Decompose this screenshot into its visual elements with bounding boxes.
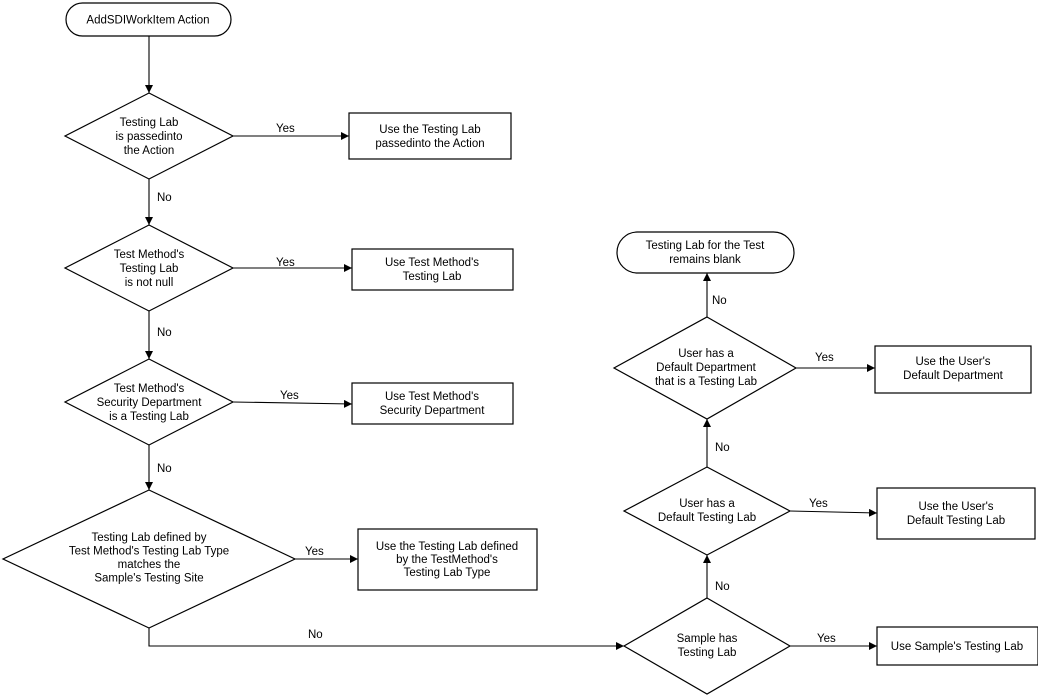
a6-line: Use the User's bbox=[918, 501, 993, 513]
a4-line: Use the Testing Lab defined bbox=[376, 541, 518, 553]
action-use-test-method-testing-lab bbox=[351, 248, 514, 291]
d5-line: Testing Lab bbox=[678, 647, 737, 659]
edge-label-d3-yes: Yes bbox=[280, 390, 299, 402]
d2-line: Test Method's bbox=[114, 249, 185, 261]
action-use-sample-testing-lab bbox=[876, 626, 1038, 666]
d5-line: Sample has bbox=[677, 633, 738, 645]
a3-line: Use Test Method's bbox=[385, 391, 479, 403]
d4-line: Test Method's Testing Lab Type bbox=[69, 546, 229, 558]
a2-line: Use Test Method's bbox=[385, 257, 479, 269]
edge-label-d1-no: No bbox=[157, 192, 172, 204]
d4-label: Testing Lab defined by Test Method's Test… bbox=[69, 532, 229, 585]
start-label: AddSDIWorkItem Action bbox=[86, 15, 209, 27]
d7-line: that is a Testing Lab bbox=[655, 376, 757, 388]
decision-sample-has-testing-lab bbox=[622, 597, 792, 695]
action-use-user-default-department bbox=[874, 345, 1032, 394]
a3-line: Security Department bbox=[380, 405, 486, 417]
edge-label-d4-no: No bbox=[308, 629, 323, 641]
d3-line: is a Testing Lab bbox=[109, 411, 189, 423]
start-line: AddSDIWorkItem Action bbox=[86, 15, 209, 27]
a1-line: Use the Testing Lab bbox=[379, 124, 480, 136]
edge-label-d5-yes: Yes bbox=[817, 633, 836, 645]
action-use-user-default-testing-lab bbox=[876, 487, 1036, 540]
action-use-testing-lab-by-type bbox=[357, 528, 538, 591]
decision-user-default-testing-lab bbox=[622, 466, 792, 556]
edge-d6-yes bbox=[789, 508, 878, 517]
end-terminator bbox=[616, 231, 795, 274]
edge-label-d6-yes: Yes bbox=[809, 498, 828, 510]
a7-line: Use the User's bbox=[915, 356, 990, 368]
edge-label-d3-no: No bbox=[157, 463, 172, 475]
action-use-security-department bbox=[351, 382, 514, 425]
edge-label-d7-no: No bbox=[712, 295, 727, 307]
edge-label-d2-yes: Yes bbox=[276, 257, 295, 269]
edge-label-d7-yes: Yes bbox=[815, 352, 834, 364]
edge-label-d6-no: No bbox=[715, 442, 730, 454]
d1-line: Testing Lab bbox=[120, 117, 179, 129]
d3-line: Test Method's bbox=[114, 383, 185, 395]
a1-line: passedinto the Action bbox=[375, 138, 484, 150]
edge-d4-no bbox=[148, 628, 624, 650]
a2-line: Testing Lab bbox=[403, 271, 462, 283]
d1-line: is passedinto bbox=[115, 131, 182, 143]
d7-line: Default Department bbox=[656, 362, 757, 374]
d2-line: is not null bbox=[125, 277, 174, 289]
d6-line: Default Testing Lab bbox=[658, 512, 756, 524]
a6-line: Default Testing Lab bbox=[907, 515, 1005, 527]
end-line: remains blank bbox=[669, 254, 741, 266]
edge-label-d4-yes: Yes bbox=[305, 546, 324, 558]
edge-label-d1-yes: Yes bbox=[276, 123, 295, 135]
end-line: Testing Lab for the Test bbox=[646, 240, 765, 252]
d7-label: User has a Default Department that is a Te… bbox=[655, 348, 757, 388]
edge-label-d2-no: No bbox=[157, 327, 172, 339]
d2-line: Testing Lab bbox=[120, 263, 179, 275]
a4-line: by the TestMethod's bbox=[396, 554, 498, 566]
edge-label-d5-no: No bbox=[715, 581, 730, 593]
edge-d3-yes bbox=[232, 399, 353, 408]
d4-line: matches the bbox=[118, 559, 181, 571]
d4-line: Testing Lab defined by bbox=[91, 532, 206, 544]
d6-label: User has a Default Testing Lab bbox=[658, 498, 756, 524]
a1-label: Use the Testing Lab passedinto the Action bbox=[375, 124, 484, 150]
a5-line: Use Sample's Testing Lab bbox=[891, 641, 1023, 653]
action-use-passed-testing-lab bbox=[348, 112, 512, 160]
a4-line: Testing Lab Type bbox=[404, 567, 491, 579]
a5-label: Use Sample's Testing Lab bbox=[891, 641, 1023, 653]
a7-line: Default Department bbox=[903, 370, 1004, 382]
d1-label: Testing Lab is passedinto the Action bbox=[115, 117, 182, 157]
d7-line: User has a bbox=[678, 348, 734, 360]
d3-line: Security Department bbox=[97, 397, 203, 409]
end-label: Testing Lab for the Test remains blank bbox=[646, 240, 765, 266]
d1-line: the Action bbox=[124, 145, 175, 157]
d6-line: User has a bbox=[679, 498, 735, 510]
d4-line: Sample's Testing Site bbox=[94, 573, 203, 585]
